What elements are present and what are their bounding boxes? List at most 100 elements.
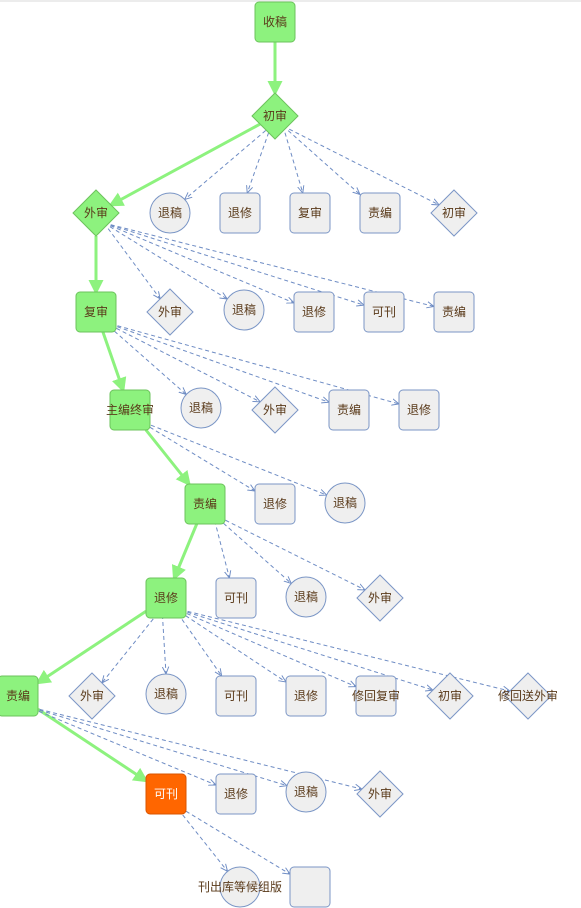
node-label: 主编终审 [106, 402, 154, 417]
node-shape-diamond [430, 189, 478, 237]
node-n3-diamond[interactable]: 外审 [72, 189, 120, 237]
branch-edge-n15-n22 [137, 419, 327, 495]
node-shape-rect [293, 291, 335, 333]
node-label: 外审 [263, 402, 287, 417]
node-n2-diamond[interactable]: 初审 [251, 92, 299, 140]
node-label: 退修 [263, 496, 287, 511]
main-edge-n15-n20 [144, 429, 191, 487]
node-n13-rect[interactable]: 可刊 [363, 291, 405, 333]
node-label: 退稿 [154, 686, 178, 701]
node-shape-rect [215, 577, 257, 619]
node-label: 修回送外审 [498, 688, 558, 703]
node-n37-circle[interactable]: 退稿 [285, 771, 327, 813]
main-edge-n9-n15 [101, 331, 127, 393]
node-n26-diamond[interactable]: 外审 [356, 574, 404, 622]
node-label: 退稿 [294, 589, 318, 604]
node-n23-rect[interactable]: 退修 [145, 577, 187, 619]
node-n32-rect[interactable]: 修回复审 [352, 675, 400, 717]
node-label: 初审 [442, 205, 466, 220]
node-label: 初审 [263, 108, 287, 123]
node-n6-rect[interactable]: 复审 [289, 192, 331, 234]
branch-edge-n2-n7 [282, 125, 360, 195]
node-shape-diamond [426, 672, 474, 720]
node-n38-diamond[interactable]: 外审 [356, 770, 404, 818]
node-shape-diamond [72, 189, 120, 237]
branch-edge-n20-n26 [212, 513, 365, 590]
node-n36-rect[interactable]: 退修 [215, 773, 257, 815]
node-n35-rect[interactable]: 可刊 [145, 773, 187, 815]
node-n28-diamond[interactable]: 外审 [68, 672, 116, 720]
node-label: 可刊 [154, 787, 178, 801]
node-shape-rect [0, 675, 39, 717]
node-n27-rect[interactable]: 责编 [0, 675, 39, 717]
node-shape-rect [328, 389, 370, 431]
node-n34-diamond[interactable]: 修回送外审 [498, 672, 558, 720]
node-label: 责编 [337, 402, 361, 417]
node-n22-circle[interactable]: 退稿 [324, 482, 366, 524]
node-n18-rect[interactable]: 责编 [328, 389, 370, 431]
node-label: 退稿 [294, 784, 318, 799]
node-shape-diamond [356, 770, 404, 818]
node-n1-rect[interactable]: 收稿 [254, 1, 296, 43]
branch-edge-n23-n31 [173, 607, 286, 682]
node-n10-diamond[interactable]: 外审 [146, 288, 194, 336]
node-n19-rect[interactable]: 退修 [398, 389, 440, 431]
node-n24-rect[interactable]: 可刊 [215, 577, 257, 619]
node-n31-rect[interactable]: 退修 [285, 675, 327, 717]
branch-edge-n2-n5 [247, 125, 272, 193]
node-label: 可刊 [224, 689, 248, 703]
node-shape-rect [109, 389, 151, 431]
node-label: 退稿 [158, 205, 182, 220]
node-label: 退修 [302, 304, 326, 319]
branch-edge-n35-n40 [173, 803, 290, 874]
node-n30-rect[interactable]: 可刊 [215, 675, 257, 717]
node-n40-rect[interactable] [289, 866, 331, 908]
node-shape-circle [219, 866, 261, 908]
node-shape-rect [75, 291, 117, 333]
node-label: 退稿 [232, 302, 256, 317]
node-shape-diamond [356, 574, 404, 622]
node-n25-circle[interactable]: 退稿 [285, 576, 327, 618]
node-label: 外审 [368, 786, 392, 801]
node-label: 修回复审 [352, 688, 400, 703]
node-n8-diamond[interactable]: 初审 [430, 189, 478, 237]
node-n15-rect[interactable]: 主编终审 [106, 389, 154, 431]
node-shape-rect [254, 483, 296, 525]
main-edge-n27-n35 [37, 707, 149, 783]
node-label: 退修 [228, 205, 252, 220]
branch-edge-n27-n36 [25, 705, 216, 785]
branch-edge-n2-n4 [185, 125, 272, 199]
node-shape-circle [149, 192, 191, 234]
branch-edge-n23-n32 [173, 607, 356, 687]
node-shape-diamond [251, 386, 299, 434]
node-n17-diamond[interactable]: 外审 [251, 386, 299, 434]
node-n21-rect[interactable]: 退修 [254, 483, 296, 525]
node-n4-circle[interactable]: 退稿 [149, 192, 191, 234]
node-shape-rect [398, 389, 440, 431]
node-label: 可刊 [224, 591, 248, 605]
node-label: 外审 [368, 590, 392, 605]
node-label: 复审 [298, 205, 322, 220]
node-label: 初审 [438, 688, 462, 703]
node-n14-rect[interactable]: 责编 [433, 291, 475, 333]
node-n16-circle[interactable]: 退稿 [180, 387, 222, 429]
node-label: 退修 [154, 590, 178, 605]
node-n9-rect[interactable]: 复审 [75, 291, 117, 333]
node-n39-circle[interactable]: 刊出库等候组版 [198, 866, 282, 908]
node-label: 退稿 [189, 400, 213, 415]
branch-edge-n23-n28 [102, 607, 163, 683]
node-label: 收稿 [263, 14, 287, 29]
node-shape-diamond [68, 672, 116, 720]
node-n12-rect[interactable]: 退修 [293, 291, 335, 333]
node-n5-rect[interactable]: 退修 [219, 192, 261, 234]
top-border [0, 0, 581, 2]
node-label: 外审 [84, 205, 108, 220]
node-n29-circle[interactable]: 退稿 [145, 673, 187, 715]
node-n7-rect[interactable]: 责编 [359, 192, 401, 234]
node-n11-circle[interactable]: 退稿 [223, 289, 265, 331]
node-n33-diamond[interactable]: 初审 [426, 672, 474, 720]
node-shape-diamond [504, 672, 552, 720]
edges-layer [25, 42, 510, 874]
node-label: 刊出库等候组版 [198, 879, 282, 894]
node-n20-rect[interactable]: 责编 [184, 483, 226, 525]
